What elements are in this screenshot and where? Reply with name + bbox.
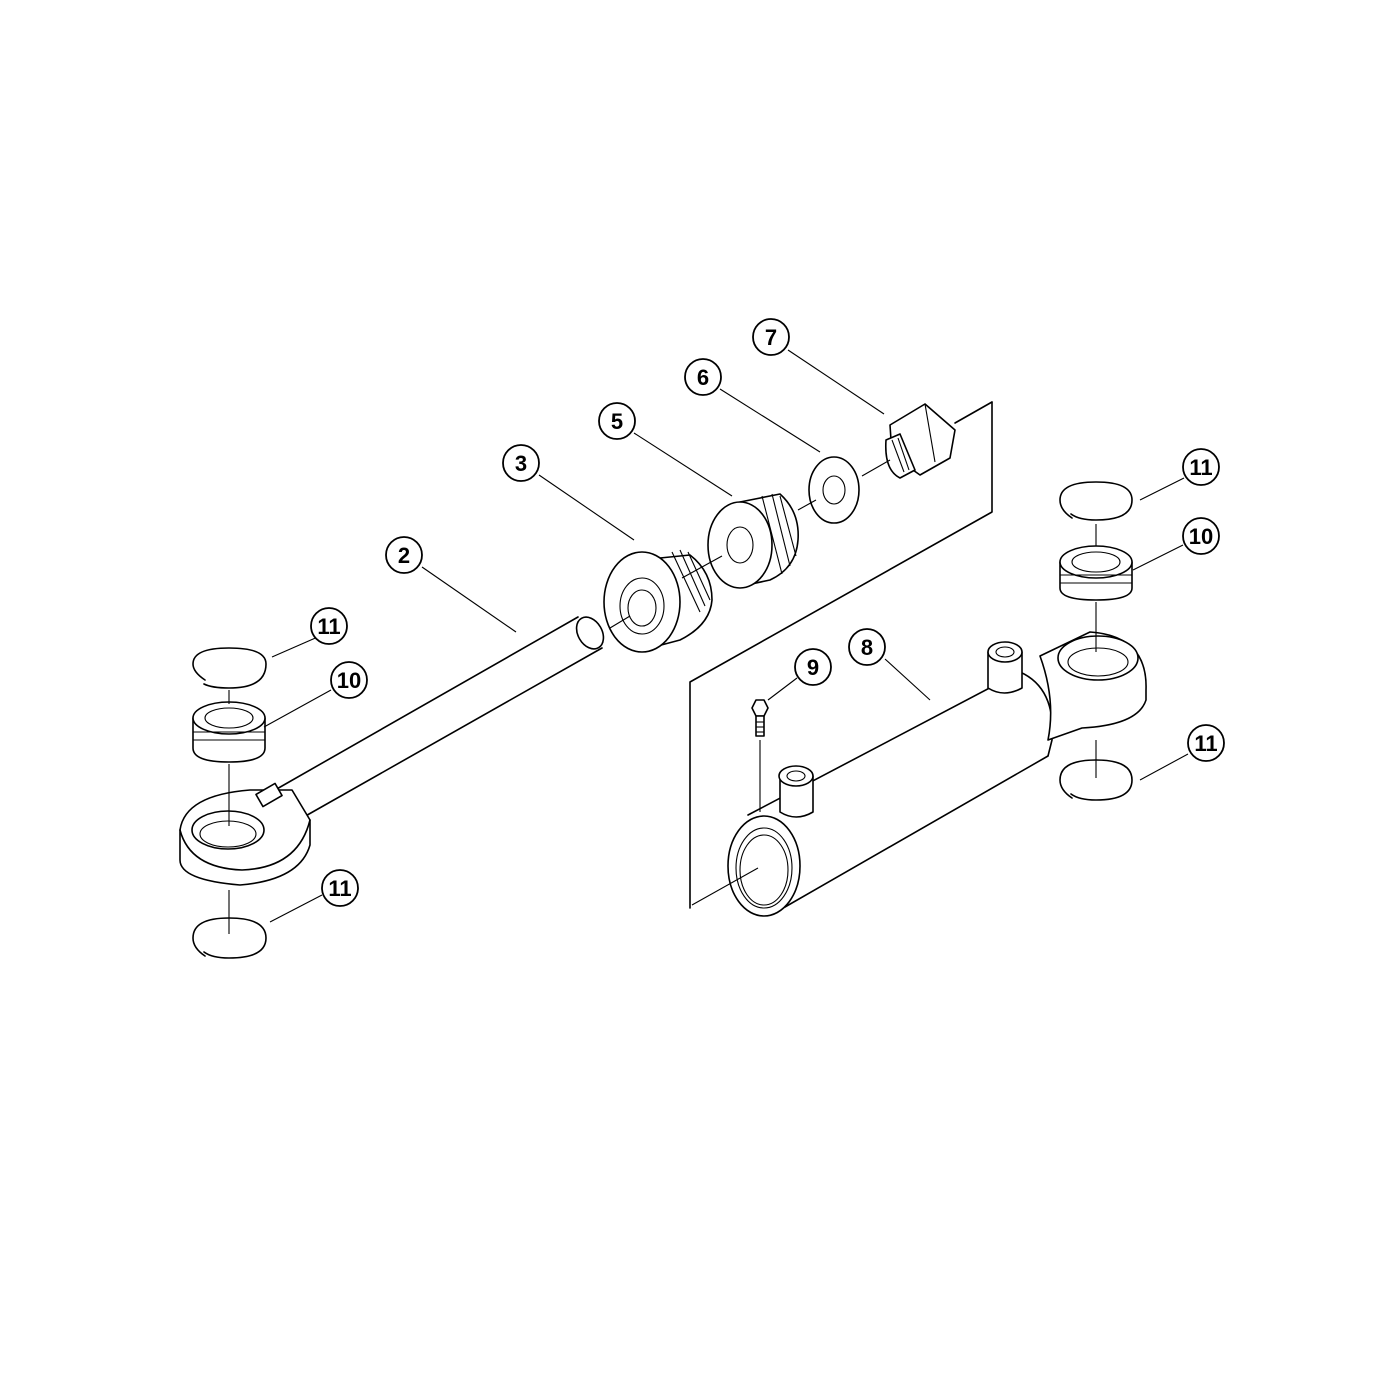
part-3-gland xyxy=(603,549,713,653)
callout-11-right-top: 11 xyxy=(1182,448,1220,486)
callout-11-right-top-label: 11 xyxy=(1189,455,1212,480)
rod-components-axis xyxy=(609,459,891,629)
callout-10-right-label: 10 xyxy=(1189,524,1213,549)
part-10-right-bearing xyxy=(1059,545,1133,601)
part-2-piston-rod xyxy=(179,616,605,886)
callout-9: 9 xyxy=(794,648,832,686)
callout-10-right: 10 xyxy=(1182,517,1220,555)
callout-6: 6 xyxy=(684,358,722,396)
callout-2: 2 xyxy=(385,536,423,574)
callout-7-label: 7 xyxy=(765,325,777,350)
callout-11-left-top: 11 xyxy=(310,607,348,645)
callout-5: 5 xyxy=(598,402,636,440)
callout-11-left-bottom: 11 xyxy=(321,869,359,907)
part-8-cylinder-barrel xyxy=(691,631,1147,917)
part-11-right-bottom-snap-ring xyxy=(1059,759,1133,801)
part-6-washer xyxy=(808,456,860,524)
part-7-nut xyxy=(884,403,956,479)
callout-3: 3 xyxy=(502,444,540,482)
part-5-piston xyxy=(707,493,799,589)
part-11-left-bottom-snap-ring xyxy=(192,917,267,959)
callout-7: 7 xyxy=(752,318,790,356)
callout-10-left: 10 xyxy=(330,661,368,699)
callout-8: 8 xyxy=(848,628,886,666)
callout-11-left-top-label: 11 xyxy=(317,614,340,639)
part-11-right-top-snap-ring xyxy=(1059,481,1133,521)
callout-9-label: 9 xyxy=(807,655,819,680)
part-9-bleed-screw xyxy=(751,699,769,812)
callout-6-label: 6 xyxy=(697,365,709,390)
callout-11-left-bottom-label: 11 xyxy=(328,876,351,901)
callout-11-right-bottom: 11 xyxy=(1187,724,1225,762)
part-11-left-top-snap-ring xyxy=(192,647,267,689)
part-10-left-bearing xyxy=(192,701,266,763)
callout-8-label: 8 xyxy=(861,635,873,660)
leader-lines xyxy=(263,349,1189,923)
subassembly-frame xyxy=(689,401,993,909)
callout-5-label: 5 xyxy=(611,409,623,434)
callout-3-label: 3 xyxy=(515,451,527,476)
callout-2-label: 2 xyxy=(398,543,410,568)
callout-11-right-bottom-label: 11 xyxy=(1194,731,1217,756)
callout-10-left-label: 10 xyxy=(337,668,361,693)
